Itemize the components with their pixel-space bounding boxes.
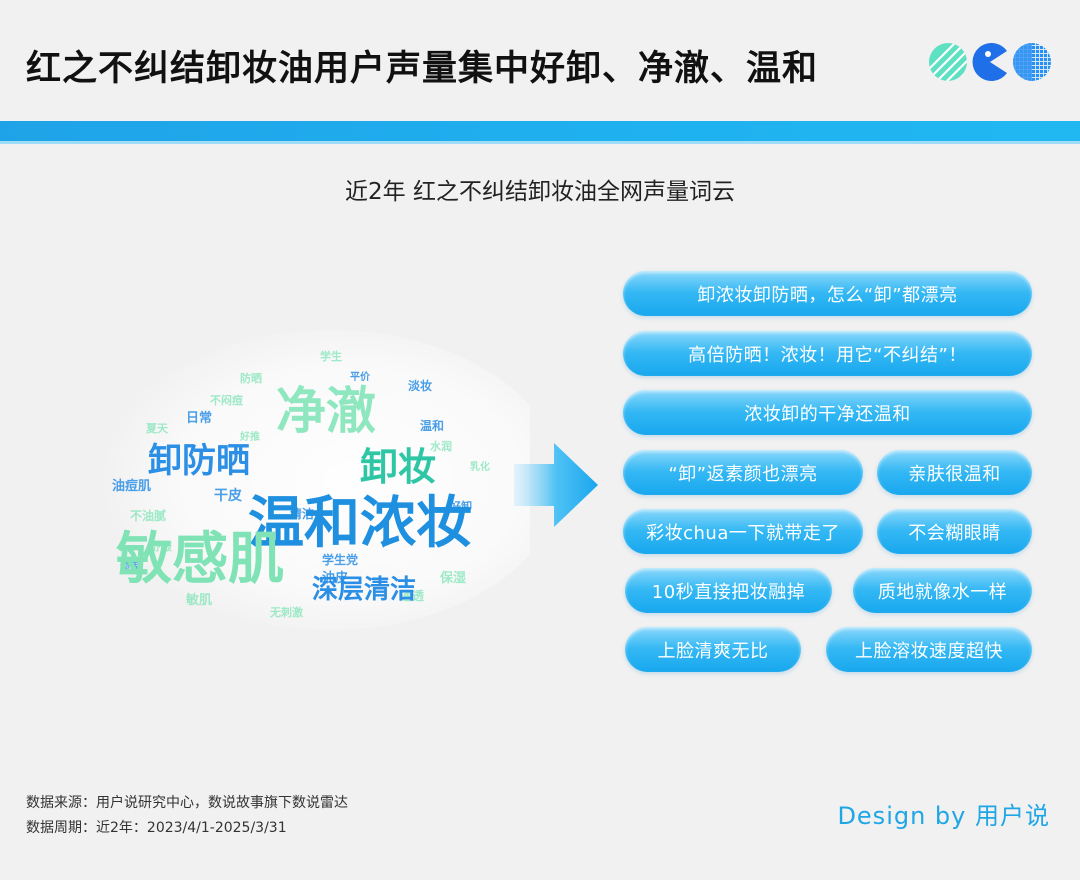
cloud-word-small: 油痘肌 — [112, 478, 151, 494]
header-divider-bar — [0, 121, 1080, 144]
comment-pill-1: 卸浓妆卸防晒，怎么“卸”都漂亮 — [623, 271, 1032, 316]
cloud-word-small: 不油腻 — [130, 508, 166, 523]
comment-pill-6: 彩妆chua一下就带走了 — [623, 509, 863, 554]
cloud-word-shencengqingjie: 深层清洁 — [312, 575, 416, 605]
cloud-word-small: 油皮 — [322, 570, 348, 586]
cloud-word-small: 学生党 — [322, 552, 358, 567]
cloud-word-jingche: 净澈 — [276, 382, 376, 440]
cloud-word-small: 好推 — [239, 430, 260, 443]
cloud-word-small: 清洁 — [290, 506, 314, 521]
cloud-word-xiefangshai: 卸防晒 — [148, 441, 250, 481]
comment-pill-3: 浓妆卸的干净还温和 — [623, 390, 1032, 435]
cloud-word-small: 夏天 — [146, 422, 169, 435]
brand-logo — [929, 43, 1051, 81]
cloud-word-small: 顽固 — [120, 561, 140, 573]
comment-pill-10: 上脸清爽无比 — [625, 627, 801, 672]
cloud-word-small: 敏肌 — [185, 592, 212, 608]
comment-pill-4: “卸”返素颜也漂亮 — [623, 450, 863, 495]
cloud-word-small: 干皮 — [214, 487, 242, 504]
design-credit: Design by 用户说 — [837, 802, 1050, 830]
pacman-icon — [972, 43, 1007, 81]
grid-circle-icon — [1013, 43, 1051, 81]
comment-pill-2: 高倍防晒！浓妆！用它“不纠结”！ — [623, 331, 1032, 376]
cloud-word-small: 防晒 — [240, 371, 262, 385]
cloud-word-small: 日常 — [186, 410, 212, 426]
cloud-word-small: 无刺激 — [269, 605, 303, 619]
comment-pill-11: 上脸溶妆速度超快 — [826, 627, 1032, 672]
cloud-word-small: 通透 — [400, 588, 425, 603]
cloud-word-small: 学生 — [320, 349, 342, 363]
cloud-word-small: 温和 — [420, 418, 444, 433]
section-subtitle: 近2年 红之不纠结卸妆油全网声量词云 — [345, 179, 735, 205]
cloud-word-small: 不闷痘 — [210, 393, 243, 407]
comment-pill-5: 亲肤很温和 — [877, 450, 1032, 495]
cloud-word-xiezhuang: 卸妆 — [360, 445, 436, 489]
cloud-word-small: 保湿 — [439, 570, 466, 586]
page-title: 红之不纠结卸妆油用户声量集中好卸、净澈、温和 — [26, 49, 819, 89]
cloud-word-small: 淡妆 — [408, 378, 432, 393]
right-arrow-icon — [514, 443, 598, 527]
comment-pill-8: 10秒直接把妆融掉 — [625, 568, 832, 613]
comment-pill-7: 不会糊眼睛 — [877, 509, 1032, 554]
cloud-word-small: 好卸 — [449, 499, 472, 513]
striped-circle-icon — [929, 43, 967, 81]
data-period: 数据周期：近2年：2023/4/1-2025/3/31 — [26, 820, 287, 836]
data-source: 数据来源：用户说研究中心，数说故事旗下数说雷达 — [26, 795, 348, 811]
cloud-word-small: 平价 — [350, 371, 371, 383]
cloud-word-small: 水润 — [430, 439, 452, 453]
cloud-word-small: 乳化 — [470, 460, 490, 473]
cloud-word-minganji: 敏感肌 — [116, 527, 284, 592]
cloud-word-small: 舒服 — [150, 539, 173, 553]
cloud-word-wenhenongzhuang: 温和浓妆 — [248, 491, 472, 556]
comment-pill-9: 质地就像水一样 — [853, 568, 1032, 613]
